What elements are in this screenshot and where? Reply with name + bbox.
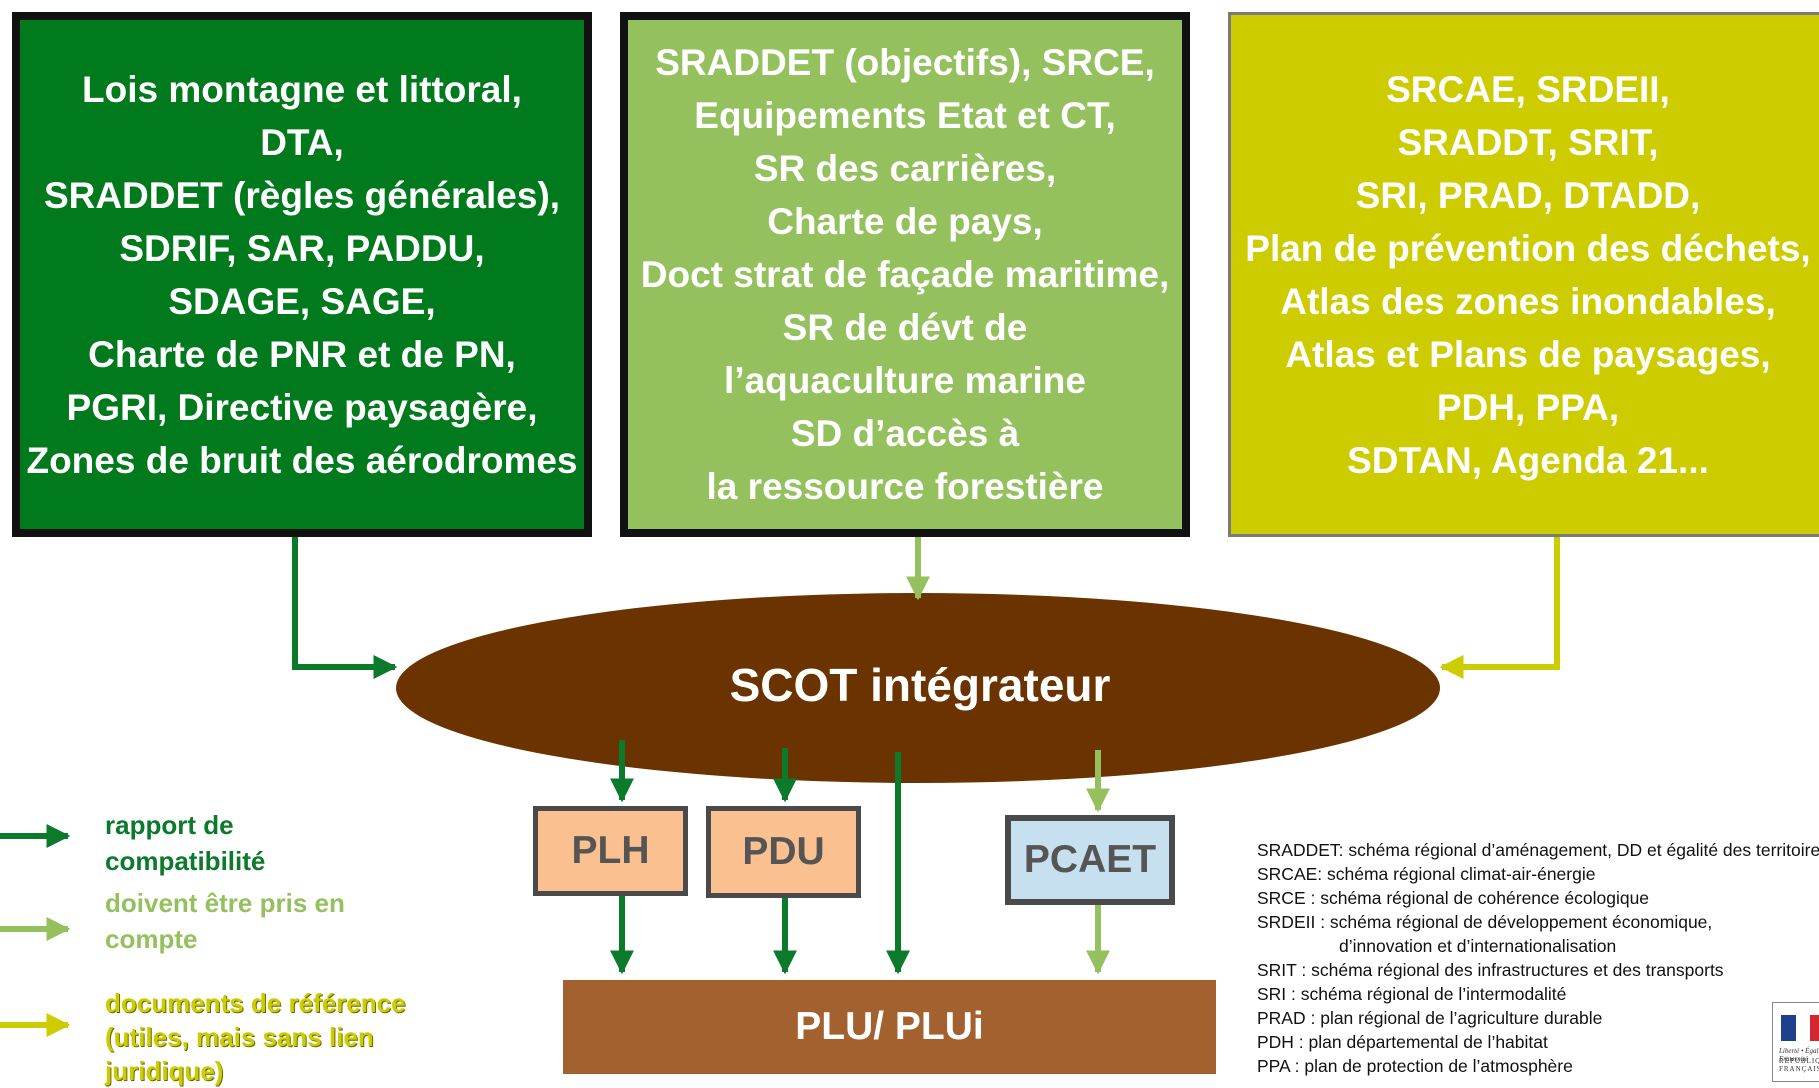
glossary-line: SRADDET: schéma régional d’aménagement, … xyxy=(1257,840,1819,860)
glossary-line: SRDEII : schéma régional de développemen… xyxy=(1257,912,1713,932)
legend-reference-label: documents de référence (utiles, mais san… xyxy=(105,988,406,1086)
glossary-line: PPA : plan de protection de l’atmosphère xyxy=(1257,1056,1573,1076)
plu-box: PLU/ PLUi xyxy=(563,980,1216,1074)
box-taken-into-account-text: SRADDET (objectifs), SRCE, Equipements E… xyxy=(640,42,1170,507)
republique-francaise-logo: Liberté • Égalité • Fraternité RÉPUBLIQU… xyxy=(1772,1002,1819,1082)
scot-ellipse xyxy=(396,593,1440,783)
logo-republic: RÉPUBLIQUE FRANÇAISE xyxy=(1779,1057,1819,1073)
glossary-line: SRIT : schéma régional des infrastructur… xyxy=(1257,960,1724,980)
box-taken-into-account-documents: SRADDET (objectifs), SRCE, Equipements E… xyxy=(620,12,1190,537)
arrow-left-box-to-scot xyxy=(292,537,398,679)
pdu-box: PDU xyxy=(706,806,861,898)
box-compatibility-documents: Lois montagne et littoral, DTA, SRADDET … xyxy=(12,12,592,537)
glossary-line: SRCAE: schéma régional climat-air-énergi… xyxy=(1257,864,1596,884)
box-reference-documents: SRCAE, SRDEII, SRADDT, SRIT, SRI, PRAD, … xyxy=(1228,12,1819,537)
pcaet-box: PCAET xyxy=(1005,815,1175,905)
box-compatibility-text: Lois montagne et littoral, DTA, SRADDET … xyxy=(26,68,578,481)
glossary: SRADDET: schéma régional d’aménagement, … xyxy=(1257,838,1819,1078)
box-reference-text: SRCAE, SRDEII, SRADDT, SRIT, SRI, PRAD, … xyxy=(1245,68,1811,481)
marianne-icon xyxy=(1781,1015,1819,1041)
plh-box: PLH xyxy=(533,806,688,896)
plu-label: PLU/ PLUi xyxy=(795,1005,984,1048)
scot-label: SCOT intégrateur xyxy=(729,659,1111,711)
glossary-line: d’innovation et d’internationalisation xyxy=(1339,936,1617,956)
pcaet-label: PCAET xyxy=(1023,838,1157,881)
arrow-right-box-to-scot xyxy=(1439,537,1560,679)
glossary-line: SRI : schéma régional de l’intermodalité xyxy=(1257,984,1567,1004)
glossary-line: PRAD : plan régional de l’agriculture du… xyxy=(1257,1008,1603,1028)
logo-motto: Liberté • Égalité • Fraternité xyxy=(1779,1047,1819,1063)
pdu-label: PDU xyxy=(742,830,825,873)
plh-label: PLH xyxy=(571,829,650,872)
legend-compatibility-label: rapport de compatibilité xyxy=(105,810,266,876)
legend-account-label: doivent être pris en compte xyxy=(105,888,345,954)
glossary-line: PDH : plan départemental de l’habitat xyxy=(1257,1032,1548,1052)
glossary-line: SRCE : schéma régional de cohérence écol… xyxy=(1257,888,1650,908)
